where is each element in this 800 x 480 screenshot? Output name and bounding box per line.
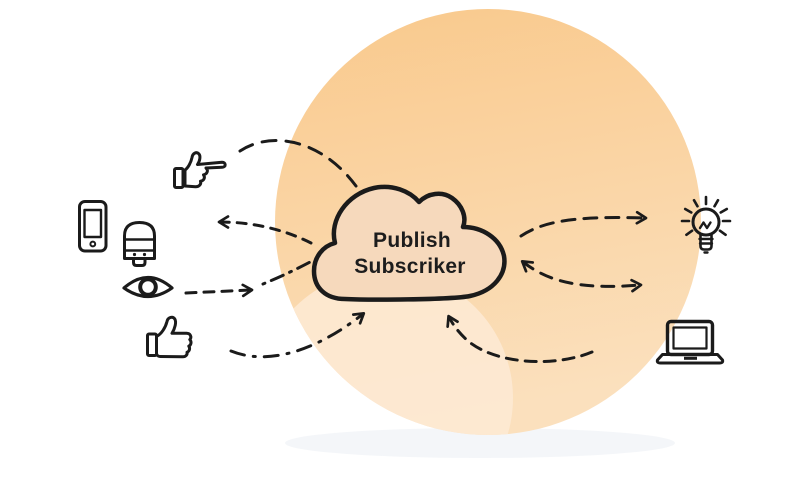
thumbs-up-icon (146, 315, 193, 359)
cloud-node: Publish Subscriker (311, 184, 507, 302)
arrow-eye-to-cloud (184, 283, 254, 298)
cloud-shape (311, 184, 507, 302)
publisher-icons (78, 151, 227, 359)
subscriber-icons (655, 195, 732, 365)
highlight-blob (275, 270, 513, 435)
arrows-layer (184, 139, 648, 364)
eye-icon (122, 275, 174, 299)
lightbulb-rays (680, 195, 732, 237)
arrow-thumbs-up-to-cloud (229, 312, 366, 359)
arrow-cloud-laptop-bidirectional (520, 260, 643, 293)
arrow-bottom-right-to-cloud (446, 314, 594, 364)
arrow-hand-to-cloud (238, 139, 358, 188)
cloud-label-line2: Subscriker (354, 255, 466, 278)
arrow-cloud-to-lightbulb (519, 210, 648, 238)
arrow-eye-to-cloud-tail (261, 259, 314, 286)
circle-shadow (285, 428, 675, 458)
lightbulb-icon (680, 195, 732, 254)
laptop-icon (655, 319, 725, 365)
smartphone-icon (78, 200, 108, 253)
usb-device-icon (123, 221, 156, 267)
pointing-hand-icon (173, 151, 227, 189)
arrow-cloud-to-devices (217, 215, 313, 245)
cloud-label-line1: Publish (373, 229, 451, 252)
